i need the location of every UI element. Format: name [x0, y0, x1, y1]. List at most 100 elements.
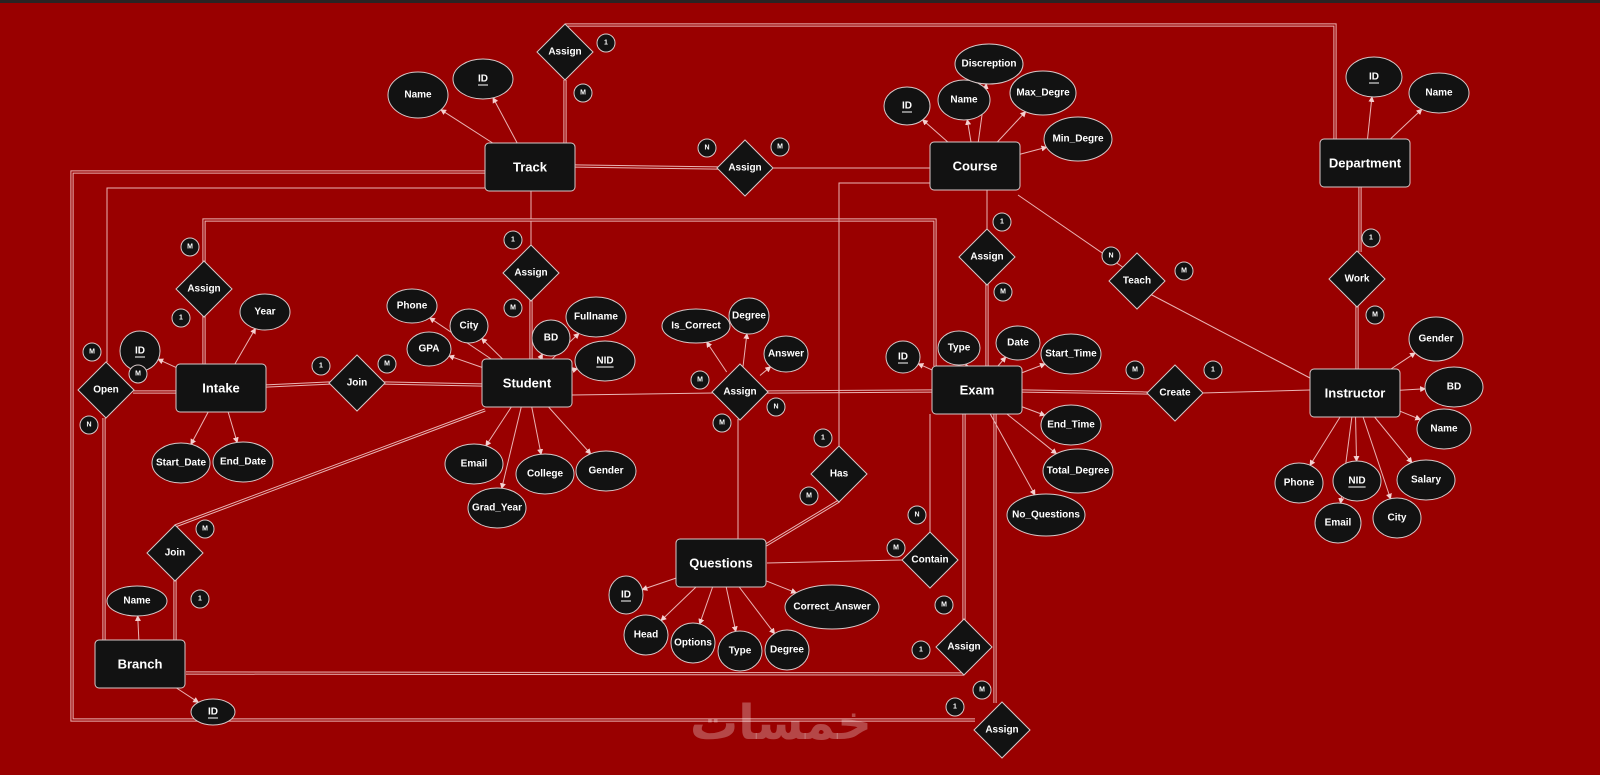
entity-questions[interactable]: Questions	[675, 538, 767, 588]
attribute-sa_correct[interactable]: Is_Correct	[661, 308, 731, 344]
entity-box	[931, 365, 1023, 415]
attribute-dept_name[interactable]: Name	[1408, 72, 1470, 114]
relationship-student_exam[interactable]: Assign	[711, 363, 769, 421]
attribute-in_phone[interactable]: Phone	[1274, 462, 1324, 504]
attribute-ex_start[interactable]: Start_Time	[1040, 333, 1102, 375]
entity-student[interactable]: Student	[481, 358, 573, 408]
attribute-ex_total[interactable]: Total_Degree	[1042, 448, 1114, 494]
attribute-st_email[interactable]: Email	[444, 443, 504, 485]
attribute-br_id[interactable]: ID	[190, 698, 236, 726]
attribute-st_college[interactable]: College	[515, 453, 575, 495]
relationship-join_branch[interactable]: Join	[146, 524, 204, 582]
attribute-st_grad[interactable]: Grad_Year	[467, 487, 527, 529]
attribute-q_correct[interactable]: Correct_Answer	[784, 584, 880, 630]
attribute-ellipse	[1332, 460, 1382, 502]
cardinality-label: M	[941, 602, 947, 609]
attribute-connector	[1362, 416, 1392, 500]
relationship-label: Assign	[985, 725, 1018, 736]
relationship-label: Open	[93, 385, 119, 396]
entity-instructor[interactable]: Instructor	[1309, 368, 1401, 418]
entity-exam[interactable]: Exam	[931, 365, 1023, 415]
relationship-track_student[interactable]: Assign	[502, 244, 560, 302]
relationship-create[interactable]: Create	[1146, 364, 1204, 422]
relationship-work[interactable]: Work	[1328, 250, 1386, 308]
attribute-intake_year[interactable]: Year	[239, 293, 291, 331]
attribute-course_max[interactable]: Max_Degre	[1009, 70, 1077, 116]
entity-branch[interactable]: Branch	[94, 639, 186, 689]
cardinality-label: M	[135, 371, 141, 378]
entity-course[interactable]: Course	[929, 141, 1021, 191]
attribute-in_bd[interactable]: BD	[1424, 366, 1484, 408]
connector-line	[1149, 293, 1311, 379]
cardinality-circle	[770, 137, 790, 157]
attribute-st_nid[interactable]: NID	[574, 340, 636, 382]
attribute-st_gpa[interactable]: GPA	[406, 331, 452, 367]
attribute-track_name[interactable]: Name	[387, 71, 449, 119]
attribute-in_gender[interactable]: Gender	[1408, 316, 1464, 362]
cardinality-badge: M	[1365, 305, 1385, 325]
attribute-label: Name	[1430, 424, 1458, 435]
attribute-st_bd[interactable]: BD	[531, 319, 571, 357]
attribute-in_email[interactable]: Email	[1314, 502, 1362, 544]
relationship-course_exam[interactable]: Assign	[958, 228, 1016, 286]
relationship-exam_branch[interactable]: Assign	[935, 618, 993, 676]
entity-intake[interactable]: Intake	[175, 363, 267, 413]
attribute-q_options[interactable]: Options	[670, 622, 716, 664]
attribute-sa_answer[interactable]: Answer	[763, 335, 809, 373]
entity-label: Course	[953, 159, 998, 174]
attribute-st_city[interactable]: City	[449, 308, 489, 344]
attribute-st_phone[interactable]: Phone	[386, 288, 438, 324]
attribute-course_name[interactable]: Name	[937, 79, 991, 121]
attribute-course_desc[interactable]: Discreption	[954, 43, 1024, 85]
attribute-q_degree[interactable]: Degree	[764, 629, 810, 671]
cardinality-badge: M	[377, 354, 397, 374]
attribute-q_type[interactable]: Type	[717, 630, 763, 672]
relationship-open[interactable]: Open	[77, 361, 135, 419]
entity-label: Exam	[960, 383, 995, 398]
attribute-st_gender[interactable]: Gender	[575, 450, 637, 492]
attribute-connector	[227, 411, 239, 444]
attribute-connector	[176, 687, 200, 703]
double-connector-line-inner	[185, 672, 965, 675]
key-attribute-label: NID	[596, 356, 613, 367]
relationship-exam_track[interactable]: Assign	[973, 701, 1031, 759]
attribute-intake_end[interactable]: End_Date	[212, 441, 274, 483]
attribute-sa_degree[interactable]: Degree	[728, 297, 770, 335]
attribute-label: Correct_Answer	[793, 602, 870, 613]
attribute-ex_id[interactable]: ID	[885, 340, 921, 374]
attribute-ex_type[interactable]: Type	[937, 330, 981, 366]
attribute-in_city[interactable]: City	[1372, 497, 1422, 539]
entity-department[interactable]: Department	[1319, 138, 1411, 188]
attribute-ellipse	[764, 629, 810, 671]
attribute-in_nid[interactable]: NID	[1332, 460, 1382, 502]
cardinality-label: M	[384, 361, 390, 368]
cardinality-circle	[712, 413, 732, 433]
attribute-course_min[interactable]: Min_Degre	[1043, 116, 1113, 162]
attribute-q_head[interactable]: Head	[623, 614, 669, 656]
attribute-intake_start[interactable]: Start_Date	[151, 442, 211, 484]
attribute-label: City	[460, 321, 479, 332]
entity-track[interactable]: Track	[484, 142, 576, 192]
attribute-in_salary[interactable]: Salary	[1396, 459, 1456, 501]
relationship-teach[interactable]: Teach	[1108, 252, 1166, 310]
attribute-in_name[interactable]: Name	[1416, 408, 1472, 450]
attribute-st_fullname[interactable]: Fullname	[565, 296, 627, 338]
attribute-track_id[interactable]: ID	[452, 58, 514, 100]
attribute-br_name[interactable]: Name	[106, 585, 168, 617]
attribute-ex_date[interactable]: Date	[995, 325, 1041, 361]
attribute-ex_noq[interactable]: No_Questions	[1006, 493, 1086, 537]
double-connector-line-inner	[174, 409, 486, 527]
relationship-contain[interactable]: Contain	[901, 531, 959, 589]
attribute-ex_end[interactable]: End_Time	[1040, 404, 1102, 446]
relationship-track_course[interactable]: Assign	[716, 139, 774, 197]
attribute-course_id[interactable]: ID	[883, 86, 931, 126]
attribute-connector	[1019, 145, 1048, 155]
relationship-join_intake[interactable]: Join	[328, 354, 386, 412]
relationship-has[interactable]: Has	[810, 445, 868, 503]
relationship-intake_exam[interactable]: Assign	[175, 260, 233, 318]
relationship-track_dept[interactable]: Assign	[536, 23, 594, 81]
attribute-q_id[interactable]: ID	[608, 575, 644, 615]
entity-box	[1309, 368, 1401, 418]
attribute-dept_id[interactable]: ID	[1345, 56, 1403, 98]
